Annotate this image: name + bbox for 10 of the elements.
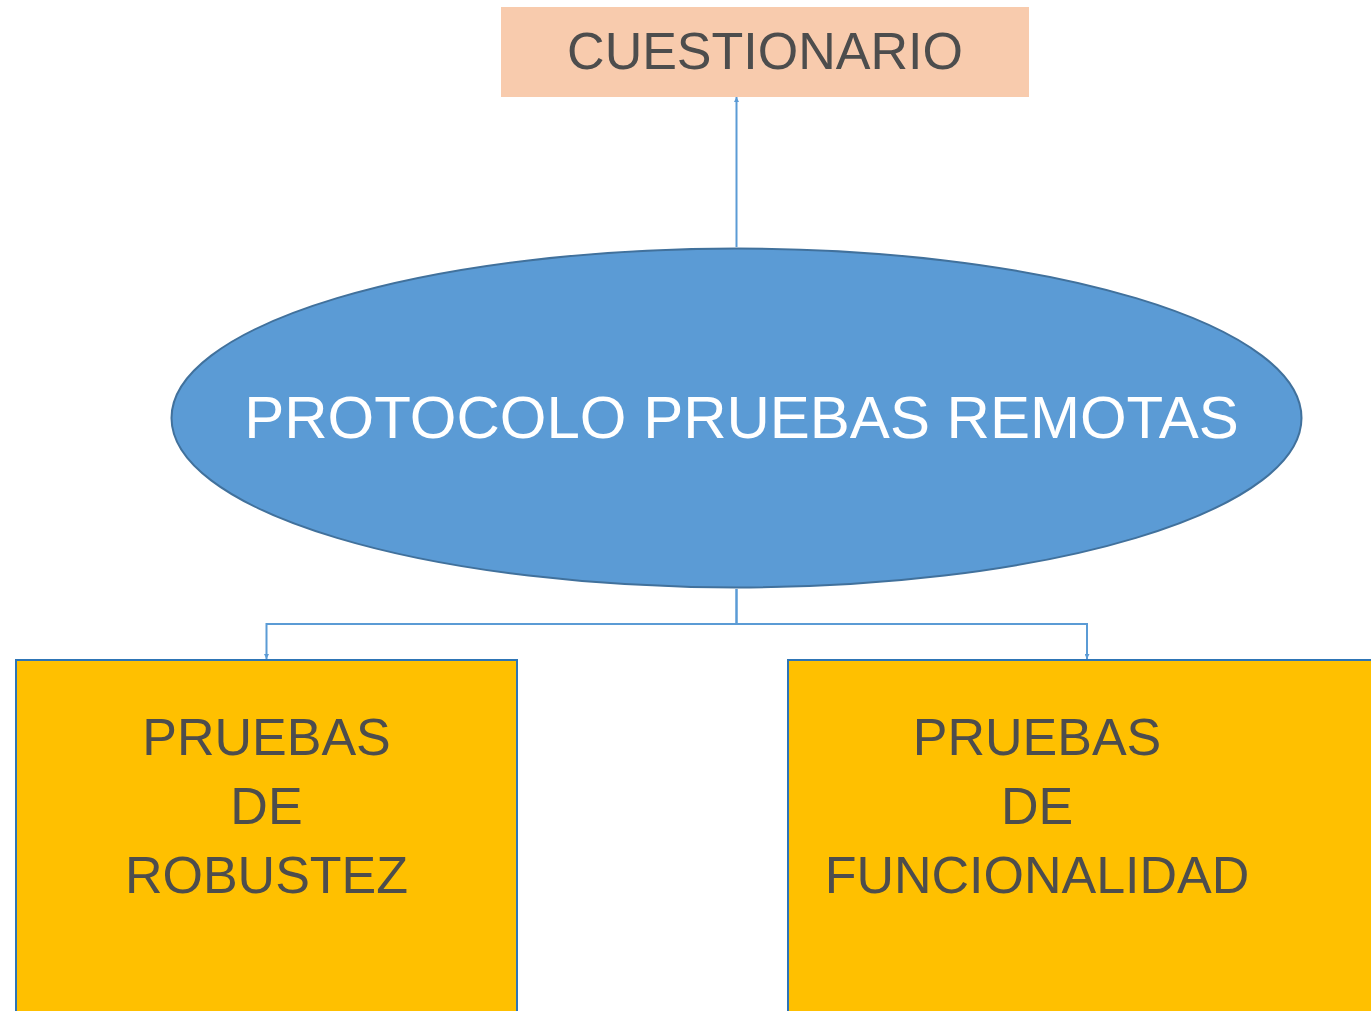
node-label: PRUEBAS DE FUNCIONALIDAD [824,706,1250,907]
connector-arrow [734,96,739,248]
node-label: PRUEBAS DE ROBUSTEZ [124,706,409,907]
category-box [787,659,1371,1011]
node-label: PROTOCOLO PRUEBAS REMOTAS [244,383,1239,454]
category-box [15,659,518,1011]
title-box [501,7,1029,97]
main-ellipse [170,247,1303,589]
connector-arrow [735,588,1090,660]
node-label: CUESTIONARIO [567,21,963,83]
